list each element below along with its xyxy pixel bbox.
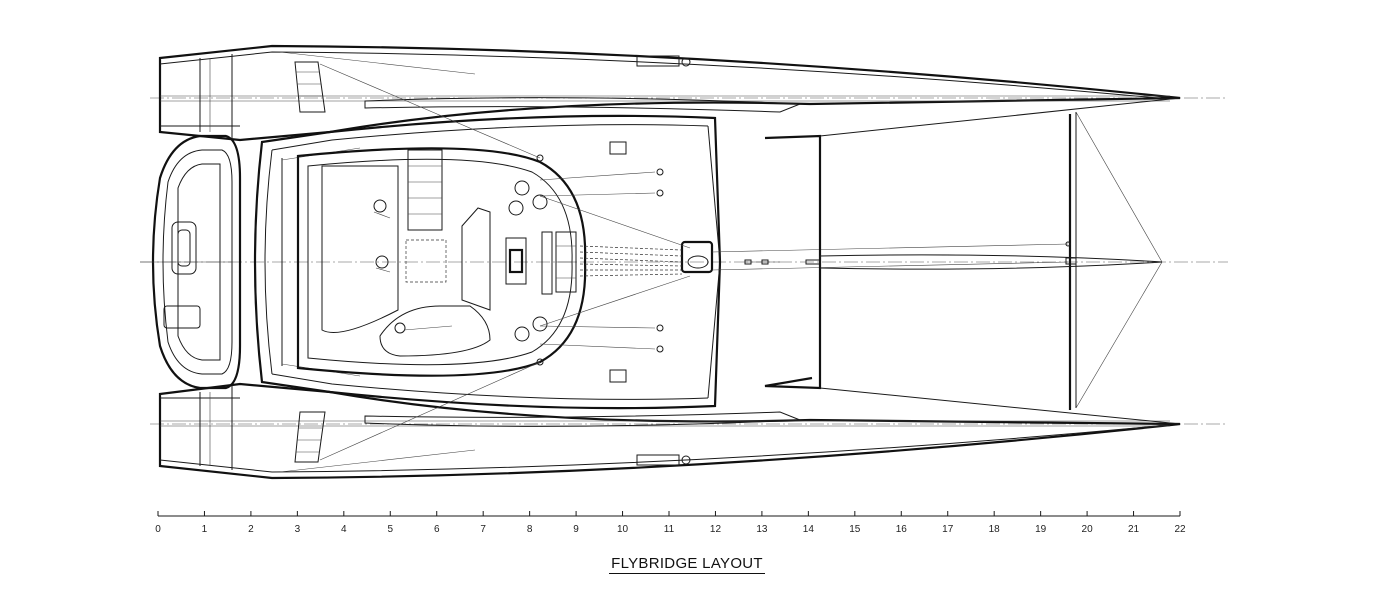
helm-station (505, 154, 577, 366)
scale-tick-label: 8 (527, 524, 533, 535)
scale-tick-label: 17 (942, 524, 954, 535)
lower-hull (158, 382, 1181, 480)
scale-tick-label: 2 (248, 524, 254, 535)
scale-tick-label: 7 (480, 524, 486, 535)
drawing-title-container: FLYBRIDGE LAYOUT (0, 555, 1374, 574)
scale-tick-label: 4 (341, 524, 347, 535)
trampoline-area (764, 97, 1181, 425)
scale-tick-label: 9 (573, 524, 579, 535)
mast-and-rigging (319, 63, 1069, 461)
scale-tick-label: 13 (756, 524, 768, 535)
scale-tick-label: 14 (803, 524, 815, 535)
scale-tick-label: 12 (710, 524, 722, 535)
scale-tick-label: 1 (202, 524, 208, 535)
scale-tick-label: 15 (849, 524, 861, 535)
centerlines (140, 97, 1228, 425)
scale-tick-label: 3 (295, 524, 301, 535)
drawing-title: FLYBRIDGE LAYOUT (609, 555, 765, 574)
scale-tick-label: 5 (387, 524, 393, 535)
scale-tick-label: 6 (434, 524, 440, 535)
upper-hull (158, 44, 1181, 142)
scale-tick-label: 0 (155, 524, 161, 535)
flybridge-deck (253, 114, 722, 410)
scale-tick-label: 20 (1082, 524, 1094, 535)
scale-tick-label: 18 (989, 524, 1001, 535)
scale-tick-label: 22 (1174, 524, 1186, 535)
scale-tick-label: 10 (617, 524, 629, 535)
scale-tick-label: 16 (896, 524, 908, 535)
tender-dinghy (140, 134, 242, 390)
scale-tick-label: 19 (1035, 524, 1047, 535)
scale-tick-label: 21 (1128, 524, 1140, 535)
scale-tick-label: 11 (664, 524, 675, 535)
